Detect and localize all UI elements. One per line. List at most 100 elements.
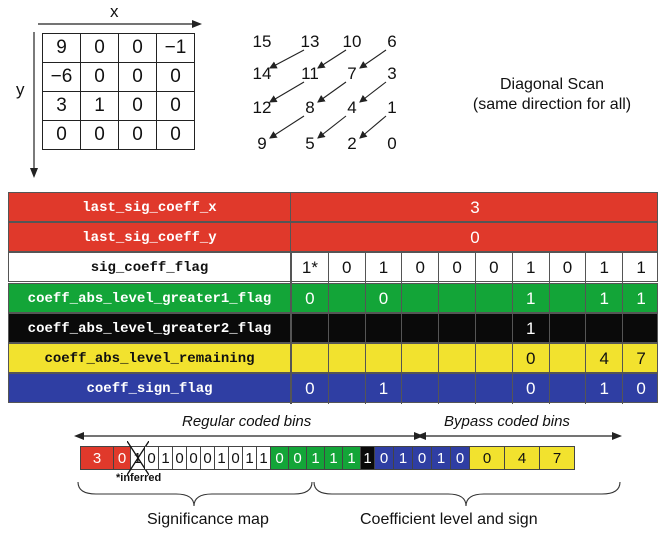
syntax-cell: 0 (511, 344, 549, 374)
syntax-cell (401, 284, 438, 314)
syntax-value: 3 (470, 198, 480, 217)
syntax-cell: 0 (327, 253, 365, 283)
syntax-cell (622, 314, 659, 344)
x-axis-arrow (38, 20, 202, 28)
syntax-cell (401, 344, 438, 374)
syntax-cell: 0 (291, 284, 328, 314)
bin: 0 (187, 446, 201, 470)
coefficient-level-sign-label: Coefficient level and sign (360, 511, 538, 528)
syntax-cell: 0 (511, 374, 549, 404)
matrix-cell: 9 (42, 33, 81, 63)
syntax-cell: 7 (622, 344, 659, 374)
syntax-cell: 1 (511, 284, 549, 314)
scan-arrow (269, 49, 305, 69)
bin: 7 (540, 446, 575, 470)
syntax-cell (291, 344, 328, 374)
syntax-cell (364, 344, 402, 374)
syntax-row-last-sig-coeff-x: last_sig_coeff_x 3 (8, 192, 658, 223)
syntax-cell (401, 314, 438, 344)
syntax-cell (291, 314, 328, 344)
syntax-cell: 0 (291, 374, 328, 404)
bin: 0 (173, 446, 187, 470)
syntax-cell (438, 374, 475, 404)
syntax-cell (548, 284, 586, 314)
scan-arrow (269, 81, 305, 103)
syntax-cell: 0 (364, 284, 402, 314)
scan-index: 3 (387, 64, 397, 83)
syntax-cell (475, 374, 512, 404)
syntax-cell: 1 (622, 284, 659, 314)
syntax-element-name: coeff_abs_level_remaining (9, 344, 291, 374)
syntax-cell: 1 (622, 253, 659, 283)
matrix-cell: 0 (42, 120, 81, 150)
syntax-cell (548, 314, 586, 344)
syntax-cell: 1 (585, 374, 622, 404)
scan-arrow (269, 115, 305, 139)
syntax-cell: 1* (291, 253, 328, 283)
scan-index: 5 (305, 134, 315, 153)
bin: 0 (289, 446, 307, 470)
bin: 4 (505, 446, 540, 470)
bin: 1 (257, 446, 271, 470)
syntax-value: 0 (470, 228, 480, 247)
bin: 0 (229, 446, 243, 470)
scan-index: 9 (257, 134, 267, 153)
level-sign-brace (313, 481, 621, 507)
matrix-cell: 0 (80, 120, 119, 150)
scan-index: 12 (252, 98, 272, 117)
matrix-cell: 0 (156, 91, 195, 121)
bin: 0 (451, 446, 470, 470)
syntax-element-name: coeff_abs_level_greater1_flag (9, 284, 291, 314)
scan-arrow (359, 81, 387, 103)
scan-arrow (317, 115, 347, 139)
bin: 1 (243, 446, 257, 470)
scan-index: 0 (387, 134, 397, 153)
scan-title-line1: Diagonal Scan (499, 76, 605, 93)
x-axis-label: x (110, 2, 119, 21)
syntax-cell (327, 374, 365, 404)
bypass-coded-bins-label: Bypass coded bins (444, 413, 570, 430)
syntax-cell (327, 314, 365, 344)
scan-arrow (317, 81, 347, 103)
bin: 0 (375, 446, 394, 470)
bin: 1 (307, 446, 325, 470)
y-axis-label: y (16, 80, 25, 99)
bin: 0 (145, 446, 159, 470)
syntax-cell: 0 (438, 253, 475, 283)
syntax-cell (475, 284, 512, 314)
scan-index: 2 (347, 134, 357, 153)
syntax-element-name: sig_coeff_flag (9, 253, 291, 283)
bin: 1 (432, 446, 451, 470)
scan-arrows (269, 49, 387, 139)
matrix-cell: 0 (156, 120, 195, 150)
matrix-cell: 1 (80, 91, 119, 121)
syntax-cell (364, 314, 402, 344)
y-axis-arrow (30, 32, 38, 178)
syntax-cell: 1 (585, 284, 622, 314)
syntax-cell (327, 284, 365, 314)
bin: 1 (325, 446, 343, 470)
syntax-element-name: last_sig_coeff_y (9, 223, 291, 253)
syntax-element-name: coeff_sign_flag (9, 374, 291, 404)
matrix-cell: −1 (156, 33, 195, 63)
syntax-cell (548, 344, 586, 374)
scan-index: 1 (387, 98, 397, 117)
bin: 1 (361, 446, 375, 470)
syntax-cell: 0 (475, 253, 512, 283)
bin: 0 (413, 446, 432, 470)
syntax-cell: 1 (511, 314, 549, 344)
matrix-cell: −6 (42, 62, 81, 92)
syntax-element-name: last_sig_coeff_x (9, 193, 291, 223)
syntax-cell (475, 314, 512, 344)
syntax-cell: 0 (548, 253, 586, 283)
syntax-cell (327, 344, 365, 374)
bin: 1 (394, 446, 413, 470)
bin: 3 (80, 446, 114, 470)
